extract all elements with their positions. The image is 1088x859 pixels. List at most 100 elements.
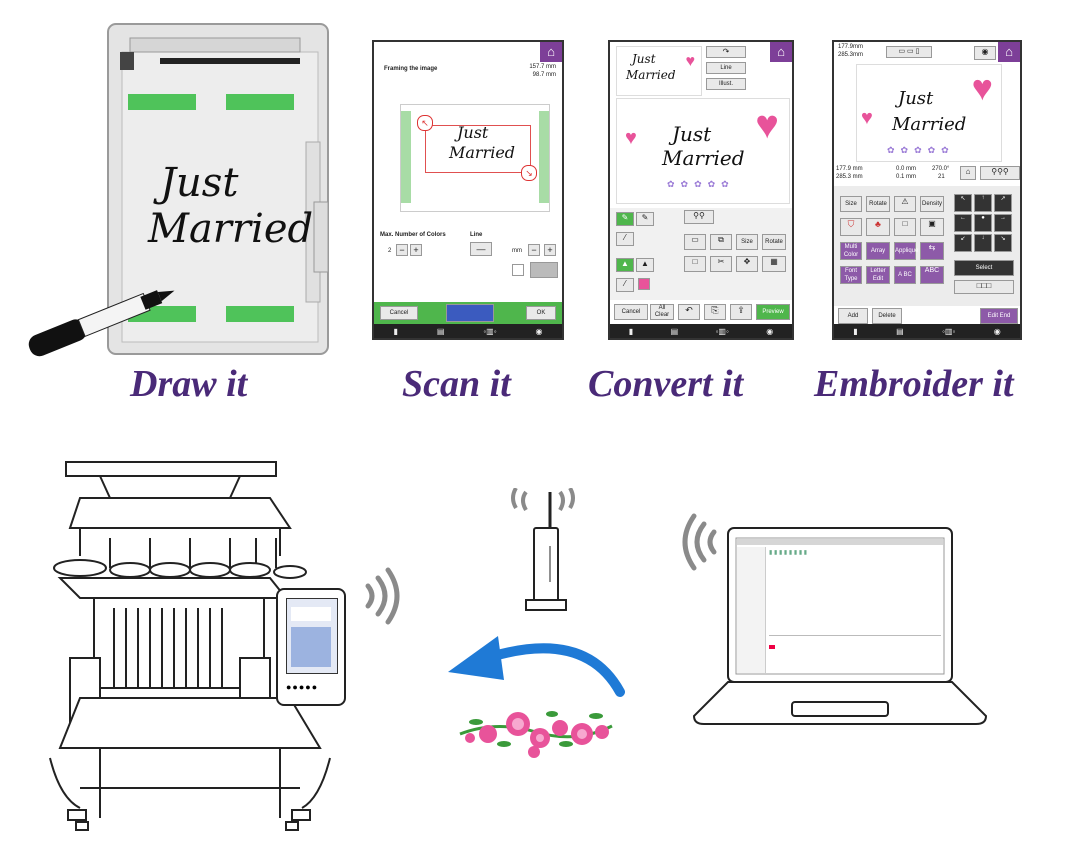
convert-canvas: ♥ ♥ ✿✿✿✿✿: [616, 98, 790, 204]
emb-canvas: ♥ ♥ ✿✿✿✿✿: [856, 64, 1002, 162]
add-button[interactable]: Add: [838, 308, 868, 324]
import-icon[interactable]: ⎘: [704, 304, 726, 320]
max-colors-value: 2: [388, 248, 392, 254]
all-clear-button[interactable]: All Clear: [650, 304, 674, 320]
dropper-icon[interactable]: ⁄: [616, 232, 634, 246]
cut-icon[interactable]: ✂: [710, 256, 732, 272]
color-icon[interactable]: ♣: [866, 218, 890, 236]
copy-icon[interactable]: ⧉: [710, 234, 732, 250]
scan-artwork-line1: Just: [457, 123, 489, 142]
scan-frame-illustration: [100, 22, 332, 356]
convert-tool-area: ✎ ✎ ⁄ ▲ ▲ ⁄ ⚲⚲ ▭ ⧉ Size Rotate □ ✂ ✥ ▦: [610, 208, 792, 300]
edit-end-button[interactable]: Edit End: [980, 308, 1018, 324]
density-button[interactable]: Density: [920, 196, 944, 212]
scan-artwork-line2: Married: [449, 143, 516, 162]
font-type-button[interactable]: Font Type: [840, 266, 862, 284]
grid-icon[interactable]: ▦: [762, 256, 786, 272]
angle-value: 270.0°: [932, 166, 950, 172]
preview-thumbnail[interactable]: [446, 304, 494, 322]
colors-minus-button[interactable]: −: [396, 244, 408, 256]
convert-thumb-line2: Married: [626, 68, 676, 82]
wifi-signal-icon: [678, 510, 722, 574]
cancel-button[interactable]: Cancel: [380, 306, 418, 320]
convert-toggle-button[interactable]: ↷: [706, 46, 746, 58]
home-icon[interactable]: ⌂: [998, 42, 1020, 62]
line-button[interactable]: Line: [706, 62, 746, 74]
preview-button[interactable]: Preview: [756, 304, 790, 320]
fill-tool-icon[interactable]: ▲: [636, 258, 654, 272]
software-side-panel: [737, 547, 766, 673]
wifi-signal-icon: [360, 564, 404, 628]
machine-buttons[interactable]: ●●●●●: [286, 682, 319, 692]
eraser-icon[interactable]: ▭: [684, 234, 706, 250]
line-plus-button[interactable]: +: [544, 244, 556, 256]
machine-touch-panel[interactable]: ●●●●●: [276, 588, 346, 706]
letter-edit-button[interactable]: Letter Edit: [866, 266, 890, 284]
line-minus-button[interactable]: −: [528, 244, 540, 256]
transfer-arrow-icon: [446, 628, 626, 698]
applique-button[interactable]: Applique: [894, 242, 918, 260]
line-thickness-button[interactable]: —: [470, 242, 492, 256]
size-button[interactable]: Size: [736, 234, 758, 250]
home-position-icon[interactable]: ⌂: [960, 166, 976, 180]
caption-scan: Scan it: [402, 363, 511, 405]
crop-handle-icon[interactable]: ↘: [521, 165, 537, 181]
dropper-icon[interactable]: ⁄: [616, 278, 634, 292]
offset-y: 0.1 mm: [896, 174, 917, 180]
checkbox[interactable]: [512, 264, 524, 276]
home-icon[interactable]: ⌂: [770, 42, 792, 62]
convert-artwork-line2: Married: [662, 146, 745, 170]
home-icon[interactable]: ⌂: [540, 42, 562, 62]
export-icon[interactable]: ⇪: [730, 304, 752, 320]
undo-icon[interactable]: ↶: [678, 304, 700, 320]
draw-artwork-line1: Just: [160, 160, 239, 206]
abc-style-button[interactable]: ABC: [920, 266, 944, 284]
size-a: 177.9 mm: [836, 166, 863, 172]
illust-button[interactable]: Illust.: [706, 78, 746, 90]
size-button[interactable]: Size: [840, 196, 862, 212]
array-button[interactable]: Array: [866, 242, 890, 260]
draw-artwork-line2: Married: [148, 206, 314, 252]
software-toolbar: ▮ ▮ ▮ ▮ ▮ ▮ ▮ ▮: [769, 550, 808, 556]
pen-tool-icon[interactable]: ✎: [616, 212, 634, 226]
line-unit: mm: [512, 248, 522, 254]
multi-color-button[interactable]: Multi Color: [840, 242, 862, 260]
line-label: Line: [470, 232, 483, 238]
scan-screen: ⌂ Framing the image 157.7 mm 98.7 mm Jus…: [372, 40, 564, 340]
arrange-icon[interactable]: ▣: [920, 218, 944, 236]
fill-tool-icon[interactable]: ▲: [616, 258, 634, 272]
rotate-button[interactable]: Rotate: [762, 234, 786, 250]
color-swatch[interactable]: [638, 278, 650, 290]
transform-icon[interactable]: ⇆: [920, 242, 944, 260]
cancel-button[interactable]: Cancel: [614, 304, 648, 320]
caption-draw: Draw it: [130, 363, 248, 405]
shield-icon[interactable]: ⛉: [840, 218, 862, 236]
select-options-icon[interactable]: □□□: [954, 280, 1014, 294]
nav-bar: ▮▤◦▥◦◉: [374, 324, 562, 338]
frame-icon[interactable]: □: [894, 218, 916, 236]
select-icon[interactable]: □: [684, 256, 706, 272]
ok-button[interactable]: OK: [526, 306, 556, 320]
frame-selector[interactable]: ▭ ▭ ▯: [886, 46, 932, 58]
zoom-icon[interactable]: ⚲⚲⚲: [980, 166, 1020, 180]
rotate-button[interactable]: Rotate: [866, 196, 890, 212]
move-icon[interactable]: ✥: [736, 256, 758, 272]
machine-screen: [286, 598, 338, 674]
colors-plus-button[interactable]: +: [410, 244, 422, 256]
camera-icon[interactable]: ◉: [974, 46, 996, 60]
size-b: 285.3 mm: [836, 174, 863, 180]
scan-title: Framing the image: [384, 66, 438, 72]
embroidery-machine-illustration: [40, 458, 360, 838]
direction-pad[interactable]: ↖ ↑ ↗ ← ● → ↙ ↓ ↘: [954, 194, 1014, 254]
laptop-screen-software: ▮ ▮ ▮ ▮ ▮ ▮ ▮ ▮: [737, 539, 943, 673]
convert-thumb-line1: Just: [632, 52, 656, 66]
mirror-icon[interactable]: ⚠: [894, 196, 916, 212]
select-button[interactable]: Select: [954, 260, 1014, 276]
zoom-icon[interactable]: ⚲⚲: [684, 210, 714, 224]
line-style-button[interactable]: [530, 262, 558, 278]
scan-height: 98.7 mm: [532, 72, 556, 78]
crop-handle-icon[interactable]: ↖: [417, 115, 433, 131]
pen-tool-icon[interactable]: ✎: [636, 212, 654, 226]
delete-button[interactable]: Delete: [872, 308, 902, 324]
abc-button[interactable]: A BC: [894, 266, 916, 284]
